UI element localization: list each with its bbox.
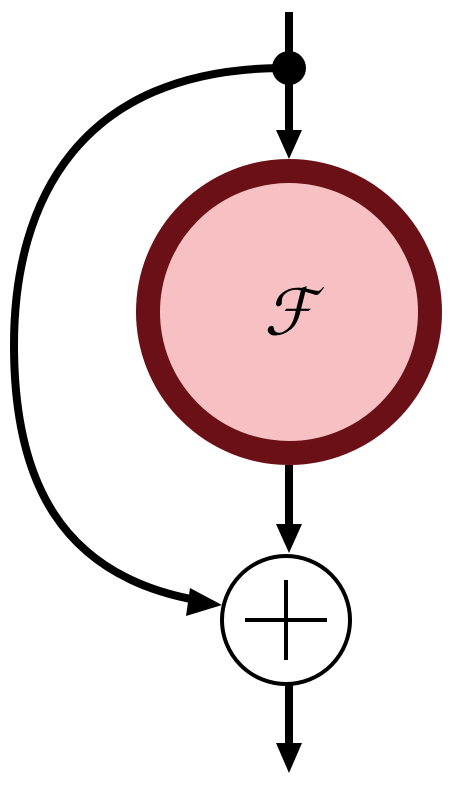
arrowhead-to-sum (276, 524, 302, 553)
branch-point (272, 51, 306, 85)
output-arrowhead (276, 743, 302, 773)
arrowhead-to-function (276, 130, 302, 159)
skip-connection (9, 64, 281, 604)
skip-arrowhead (186, 588, 222, 616)
function-block (136, 159, 442, 465)
